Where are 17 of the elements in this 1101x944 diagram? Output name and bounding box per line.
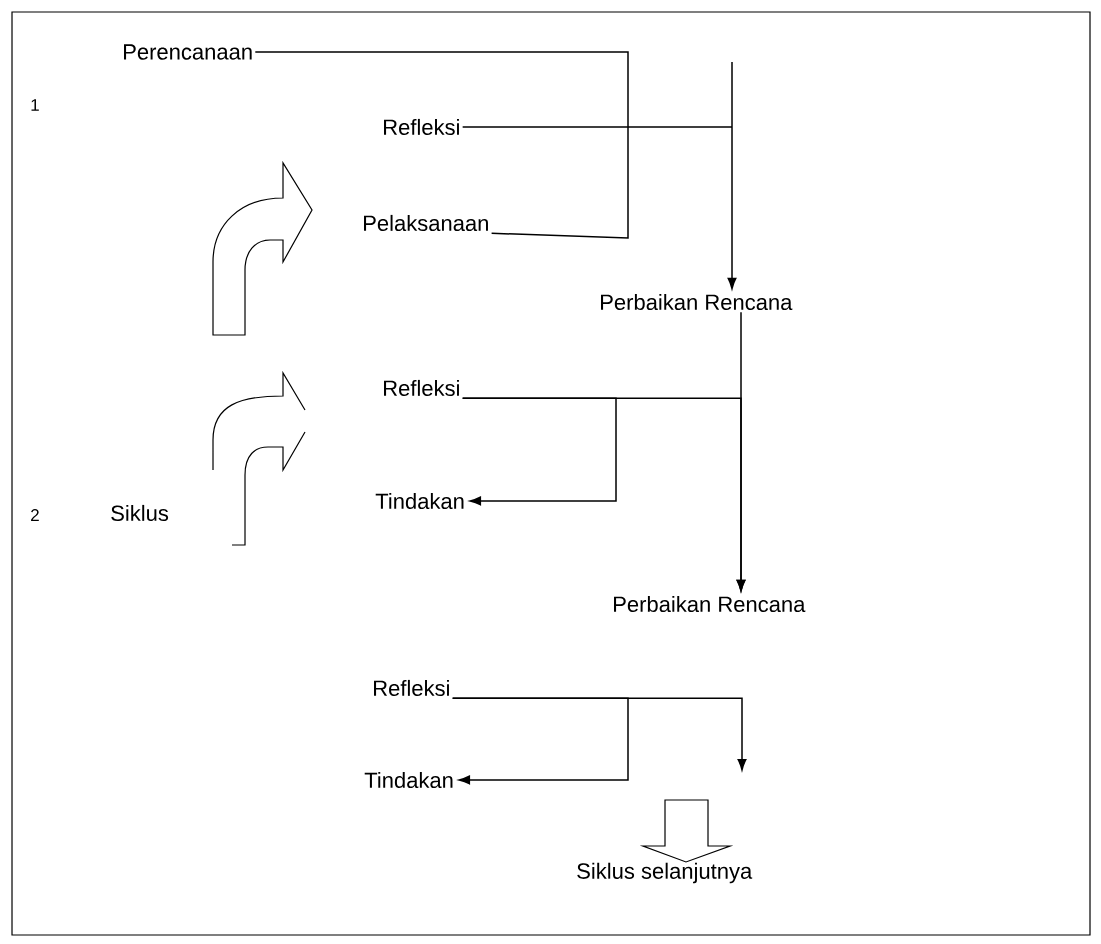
cycle-number: 1 xyxy=(31,99,39,111)
arrow xyxy=(461,61,737,290)
step-label: Perbaikan Rencana xyxy=(614,595,806,613)
step-label: Tindakan xyxy=(364,771,453,789)
connector-line xyxy=(254,51,629,239)
step-label: Pelaksanaan xyxy=(364,214,488,232)
arrow xyxy=(451,697,747,771)
cycle-label: Siklus xyxy=(111,504,169,522)
step-label: Siklus selanjutnya xyxy=(577,862,753,884)
cycle-number: 2 xyxy=(31,509,39,521)
step-label: Perencanaan xyxy=(124,44,252,60)
step-label: Perbaikan Rencana xyxy=(601,293,793,311)
step-label: Refleksi xyxy=(384,118,459,136)
step-label: Refleksi xyxy=(384,379,459,397)
step-label: Tindakan xyxy=(375,492,464,510)
step-label: Refleksi xyxy=(374,679,449,697)
arrow xyxy=(461,397,617,506)
